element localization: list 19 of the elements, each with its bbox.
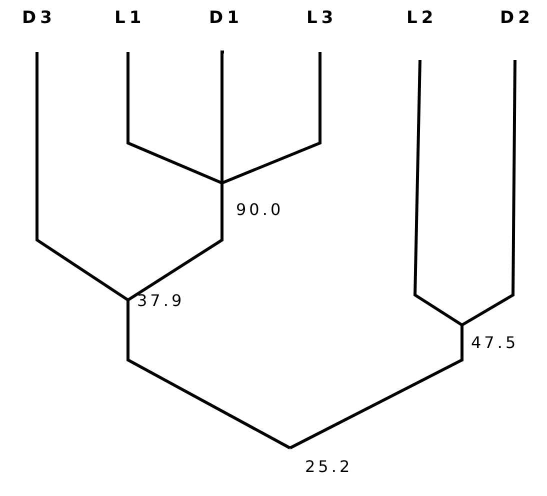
leaf-label: D3 [22, 8, 56, 28]
dendrogram-branch [289, 325, 464, 450]
leaf-label: L1 [114, 8, 146, 28]
distance-value: 25.2 [305, 457, 353, 476]
distance-value: 90.0 [236, 200, 284, 219]
dendrogram-branch [413, 60, 463, 326]
dendrogram-branch [126, 52, 223, 184]
leaf-label: D2 [500, 8, 534, 28]
leaf-label: L2 [406, 8, 438, 28]
distance-value: 47.5 [471, 333, 519, 352]
leaf-label: L3 [306, 8, 338, 28]
leaf-label: D1 [209, 8, 243, 28]
distance-value: 37.9 [137, 291, 185, 310]
dendrogram-branch [126, 300, 291, 450]
dendrogram-branch [127, 183, 224, 302]
dendrogram-branch [221, 52, 322, 184]
dendrogram-branch [220, 50, 224, 183]
dendrogram-branch [36, 52, 129, 302]
dendrogram-branch [461, 60, 516, 326]
